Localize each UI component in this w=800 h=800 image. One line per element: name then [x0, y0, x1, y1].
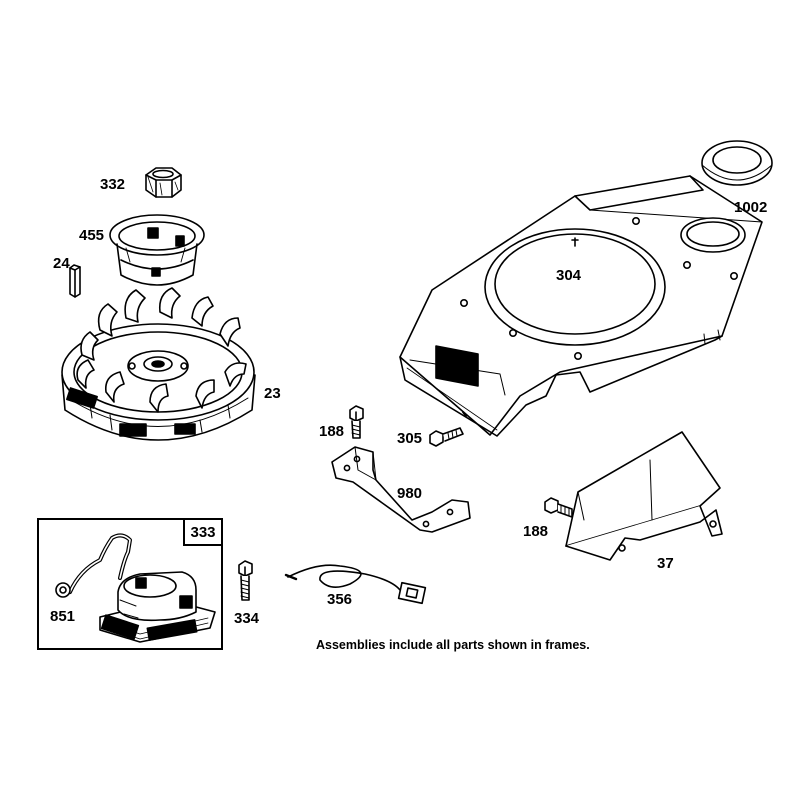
part-number-24-label: 24 — [53, 255, 70, 272]
part-number-333-label: 333 — [183, 518, 223, 546]
part-number-332-label: 332 — [100, 176, 126, 193]
nut-drawing — [146, 168, 181, 197]
part-number-980-label: 980 — [397, 485, 423, 502]
grommet-drawing — [702, 141, 772, 185]
flywheel-key-drawing — [70, 265, 80, 297]
screw-housing-drawing — [430, 428, 463, 446]
part-number-1002-label: 1002 — [734, 199, 768, 216]
part-number-188-left-label: 188 — [319, 423, 345, 440]
wire-drawing — [286, 565, 425, 603]
part-number-851-label: 851 — [50, 608, 76, 625]
armature-screw-drawing — [239, 561, 252, 600]
part-number-455-label: 455 — [79, 227, 105, 244]
screw-right-drawing — [545, 498, 572, 517]
screw-left-drawing — [350, 406, 363, 438]
starter-cup-drawing — [110, 215, 204, 285]
flywheel-drawing — [62, 288, 255, 440]
part-number-356-label: 356 — [327, 591, 353, 608]
assemblies-note: Assemblies include all parts shown in fr… — [316, 638, 590, 652]
assembly-frame: 333 — [37, 518, 223, 650]
bracket-drawing — [332, 447, 470, 532]
blower-housing-drawing — [400, 176, 762, 436]
part-number-188-right-label: 188 — [523, 523, 549, 540]
part-number-304-label: 304 — [556, 267, 582, 284]
part-number-37-label: 37 — [657, 555, 674, 572]
armature-drawing — [56, 535, 215, 642]
baffle-drawing — [566, 432, 722, 560]
part-number-23-label: 23 — [264, 385, 281, 402]
part-number-305-label: 305 — [397, 430, 423, 447]
part-number-334-label: 334 — [234, 610, 260, 627]
